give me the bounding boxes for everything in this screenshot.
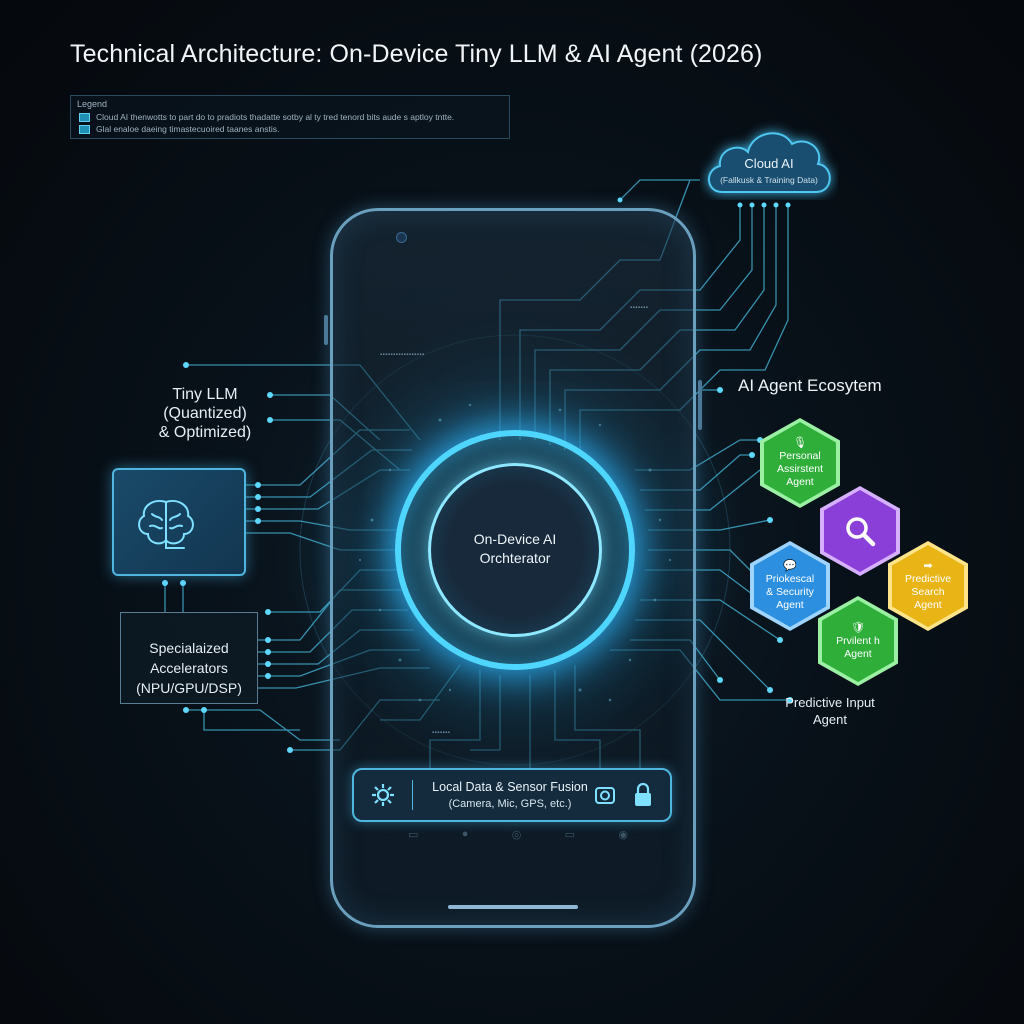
power-button (698, 380, 702, 430)
accelerators-line2: Accelerators (150, 660, 228, 676)
agent-label: & Security (766, 586, 814, 598)
gear-icon (372, 784, 394, 806)
orchestrator-core (428, 463, 602, 637)
agent-label: Predictive (904, 573, 952, 585)
legend-item-text: Cloud AI thenwotts to part do to pradiot… (96, 112, 455, 122)
camera-icon (396, 232, 407, 243)
tiny-llm-module (112, 468, 246, 576)
orchestrator-ring (395, 430, 635, 670)
accelerators-line3: (NPU/GPU/DSP) (136, 680, 242, 696)
magnifier-icon (846, 517, 876, 547)
microphone-icon: 🎙 (793, 437, 807, 449)
brain-icon (138, 500, 194, 549)
accelerators-line1: Specialaized (149, 640, 229, 656)
chip-marking: ▪▪▪▪▪▪▪▪▪▪▪▪▪▪▪▪▪ (380, 352, 425, 358)
sensor-icon-row: ▭ ● ◎ ▭ ◉ (408, 828, 628, 841)
legend-item: Cloud AI thenwotts to part do to pradiot… (79, 112, 454, 122)
predictive-input-label: Predictive Input Agent (770, 694, 890, 728)
battery-icon: ▭ (564, 829, 576, 841)
toggle-icon: ▭ (408, 829, 419, 841)
ecosystem-title: AI Agent Ecosytem (738, 376, 882, 395)
cloud-icon (708, 132, 831, 193)
home-indicator (448, 905, 578, 909)
agent-label: Agent (914, 599, 942, 611)
chat-icon: 💬 (783, 560, 797, 572)
legend: Legend Cloud AI thenwotts to part do to … (70, 95, 510, 139)
cloud-subtitle: (Fallkusk & Training Data) (720, 175, 818, 185)
legend-swatch (79, 124, 90, 134)
predictive-input-line1: Predictive Input (785, 695, 875, 710)
agent-label: Search (911, 586, 945, 598)
agent-label: Agent (776, 599, 804, 611)
volume-button (324, 315, 328, 345)
chip-marking: ▪▪▪▪▪▪▪ (630, 305, 649, 311)
shield-icon: 🛡 (851, 621, 865, 634)
sensor-divider (412, 780, 413, 810)
legend-swatch (79, 112, 90, 122)
agent-label: Personal (779, 450, 821, 462)
legend-item-text: Glal enaloe daeing timastecuoired taanes… (96, 124, 280, 134)
accelerators-label: Specialaized Accelerators (NPU/GPU/DSP) (120, 638, 258, 698)
location-icon: ◎ (511, 829, 522, 841)
tiny-llm-line3: & Optimized) (158, 424, 252, 441)
page-title: Technical Architecture: On-Device Tiny L… (70, 40, 763, 68)
arrow-icon: ➡ (923, 560, 933, 572)
tiny-llm-line1: Tiny LLM (172, 386, 238, 403)
legend-title: Legend (77, 99, 108, 109)
sensor-subtitle: (Camera, Mic, GPS, etc.) (448, 798, 572, 810)
lock-icon (635, 782, 651, 806)
accelerators-module (120, 612, 258, 704)
tiny-llm-line2: (Quantized) (163, 405, 247, 422)
agent-label: Agent (844, 647, 872, 660)
agent-label: Agent (786, 476, 814, 488)
orchestrator-label: On-Device AI Orchterator (428, 530, 602, 568)
eye-icon: ◉ (618, 829, 628, 841)
agent-label: Prvilent h (836, 634, 880, 647)
agent-label: Priokescal (765, 573, 815, 585)
sensor-title: Local Data & Sensor Fusion (432, 780, 588, 794)
legend-item: Glal enaloe daeing timastecuoired taanes… (79, 124, 279, 134)
orchestrator-line1: On-Device AI (473, 531, 557, 547)
cloud-title: Cloud AI (744, 156, 794, 171)
agent-label: Assirstent (776, 463, 824, 475)
chip-marking: ▪▪▪▪▪▪▪ (432, 730, 451, 736)
orchestrator-line2: Orchterator (479, 550, 551, 566)
tiny-llm-label: Tiny LLM (Quantized) & Optimized) (140, 385, 270, 442)
mic-icon: ● (461, 828, 469, 840)
camera-icon (595, 787, 615, 804)
sensor-fusion-panel (352, 768, 672, 822)
predictive-input-line2: Agent (813, 712, 847, 727)
